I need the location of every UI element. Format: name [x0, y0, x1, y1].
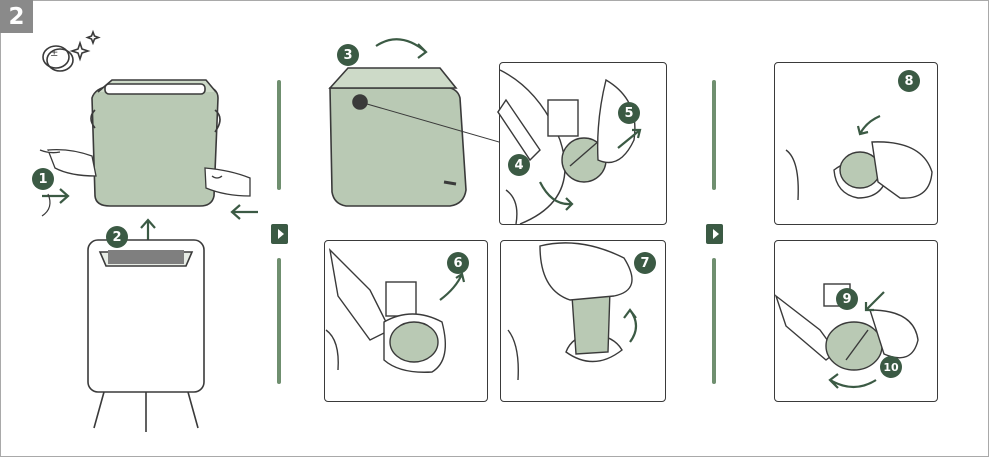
- divider-left-top: [277, 80, 281, 190]
- purifier-tilted-unit: [330, 39, 520, 206]
- step-badge-5: 5: [618, 102, 640, 124]
- divider-right-bottom: [712, 258, 716, 384]
- panel-step-4-5: [499, 62, 667, 225]
- svg-text:±: ±: [50, 48, 58, 59]
- step-badge-6: 6: [447, 252, 469, 274]
- purifier-base-unit: [88, 240, 204, 432]
- next-arrow-icon: [706, 224, 723, 244]
- step-badge-10: 10: [880, 356, 902, 378]
- step-badge-9: 9: [836, 288, 858, 310]
- step-badge-3: 3: [337, 44, 359, 66]
- step-badge-4: 4: [508, 154, 530, 176]
- next-arrow-icon: [271, 224, 288, 244]
- step-badge-7: 7: [634, 252, 656, 274]
- step-badge-8: 8: [898, 70, 920, 92]
- step-badge-2: 2: [106, 226, 128, 248]
- step-badge-1: 1: [32, 168, 54, 190]
- divider-left-bottom: [277, 258, 281, 384]
- battery-sparkle-icon: ±: [43, 32, 99, 71]
- divider-right-top: [712, 80, 716, 190]
- panel-step-9-10: [774, 240, 938, 402]
- purifier-top-unit: [91, 80, 220, 206]
